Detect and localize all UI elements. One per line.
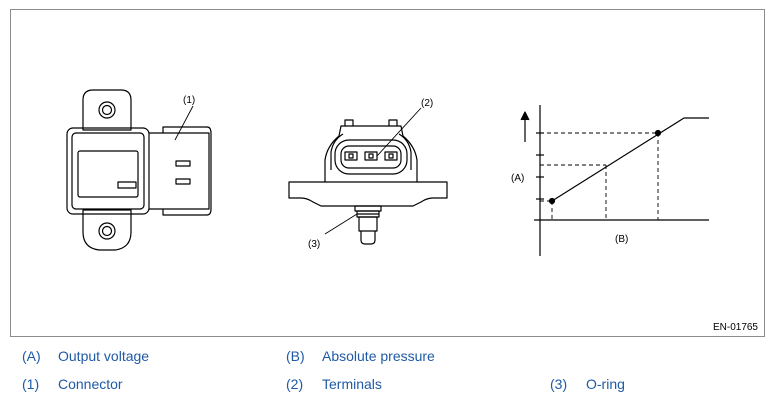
output-characteristic-graph <box>520 105 709 256</box>
sensor-top-view <box>66 89 212 251</box>
callout-connector: (1) <box>183 95 195 106</box>
graph-label-absolute-pressure: (B) <box>615 234 628 245</box>
callout-line-o-ring <box>324 213 358 235</box>
figure-frame: (1) (2) (3) (A) (B) EN-01765 <box>10 9 765 337</box>
legend-key: (1) <box>22 376 40 392</box>
legend-key: (A) <box>22 348 41 364</box>
legend-key: (2) <box>286 376 304 392</box>
figure-id: EN-01765 <box>712 322 758 333</box>
callout-line-connector <box>174 105 194 141</box>
sensor-diagram: (1) (2) (3) (A) (B) <box>66 89 709 256</box>
legend-key: (B) <box>286 348 305 364</box>
graph-label-output-voltage: (A) <box>511 173 524 184</box>
legend-label: Output voltage <box>58 348 150 364</box>
callout-line-terminals <box>376 107 422 157</box>
legend-key: (3) <box>550 376 568 392</box>
legend-label: Absolute pressure <box>322 348 435 364</box>
callout-terminals: (2) <box>421 98 433 109</box>
legend-label: O-ring <box>586 376 625 392</box>
characteristic-line <box>551 117 709 202</box>
data-point-low <box>548 197 556 205</box>
sensor-side-view <box>288 107 448 245</box>
legend-label: Terminals <box>322 376 382 392</box>
data-point-high <box>654 129 662 137</box>
callout-o-ring: (3) <box>308 239 320 250</box>
legend-label: Connector <box>58 376 123 392</box>
